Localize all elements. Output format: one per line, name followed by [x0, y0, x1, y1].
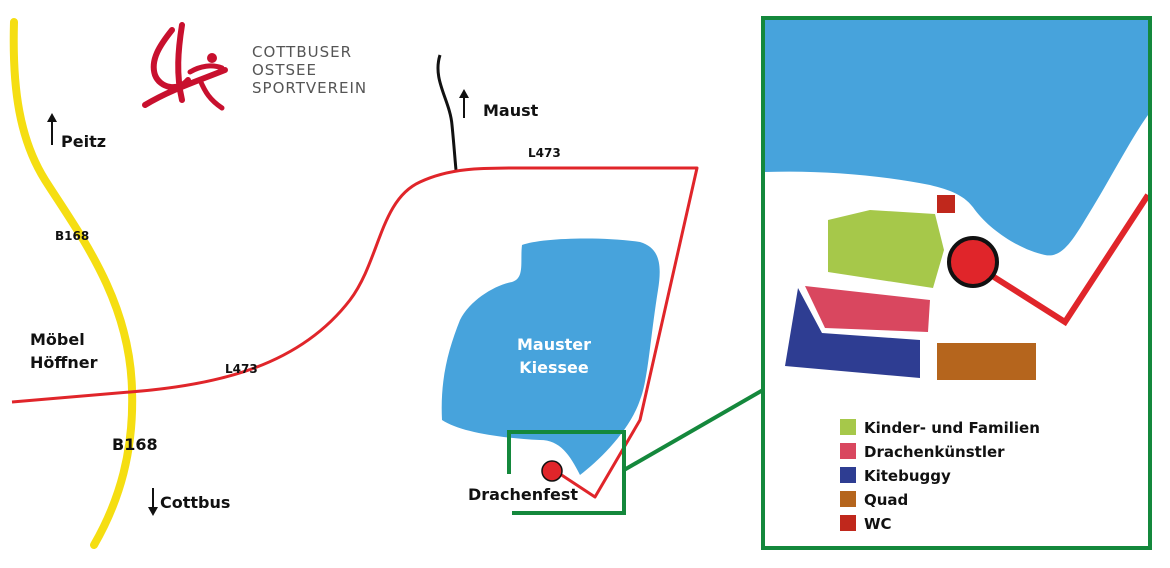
label-b168-upper: B168	[55, 229, 89, 243]
inset-road	[973, 193, 1148, 327]
area-drachenkuenstler	[805, 286, 930, 332]
label-maust: Maust	[483, 101, 539, 120]
club-name-line2: OSTSEE	[252, 61, 317, 79]
legend-swatch	[840, 419, 856, 435]
label-peitz: Peitz	[61, 132, 106, 151]
label-l473-lower: L473	[225, 362, 258, 376]
area-kinder-familien	[828, 210, 944, 288]
inset-festival-marker	[947, 236, 999, 288]
legend-label: Kitebuggy	[864, 467, 951, 485]
lake-label-line2: Kiessee	[519, 358, 589, 377]
road-maust	[436, 54, 458, 171]
label-moebel-line1: Möbel	[30, 330, 85, 349]
label-cottbus: Cottbus	[160, 493, 230, 512]
arrow-down-icon	[148, 488, 158, 516]
arrow-up-icon	[47, 113, 57, 145]
label-b168-lower: B168	[112, 435, 158, 454]
legend-label: Kinder- und Familien	[864, 419, 1040, 437]
club-logo: COTTBUSER OSTSEE SPORTVEREIN	[142, 22, 367, 111]
area-wc	[937, 195, 955, 213]
logo-head	[207, 53, 217, 63]
club-name-line3: SPORTVEREIN	[252, 79, 367, 97]
legend-swatch	[840, 515, 856, 531]
inset-border	[761, 16, 1152, 550]
legend: Kinder- und FamilienDrachenkünstlerKiteb…	[840, 419, 1040, 533]
inset-detail-map: Kinder- und FamilienDrachenkünstlerKiteb…	[761, 16, 1152, 550]
road-l473	[11, 166, 699, 499]
legend-label: Quad	[864, 491, 908, 509]
label-moebel-line2: Höffner	[30, 353, 98, 372]
inset-connector	[623, 388, 764, 472]
road-b168	[9, 18, 137, 549]
area-kitebuggy	[785, 288, 920, 378]
legend-swatch	[840, 491, 856, 507]
legend-swatch	[840, 443, 856, 459]
club-name-line1: COTTBUSER	[252, 43, 352, 61]
legend-label: Drachenkünstler	[864, 443, 1005, 461]
focus-frame	[507, 430, 626, 515]
label-drachenfest: Drachenfest	[468, 485, 578, 504]
area-quad	[937, 343, 1036, 380]
festival-marker	[541, 460, 563, 482]
legend-swatch	[840, 467, 856, 483]
inset-lake	[765, 20, 1148, 256]
legend-label: WC	[864, 515, 892, 533]
logo-figure	[187, 63, 225, 111]
arrow-up-icon	[459, 89, 469, 118]
lake-label-line1: Mauster	[517, 335, 591, 354]
label-l473-upper: L473	[528, 146, 561, 160]
lake-mauster-kiessee	[441, 238, 660, 475]
logo-swoosh	[142, 22, 228, 108]
